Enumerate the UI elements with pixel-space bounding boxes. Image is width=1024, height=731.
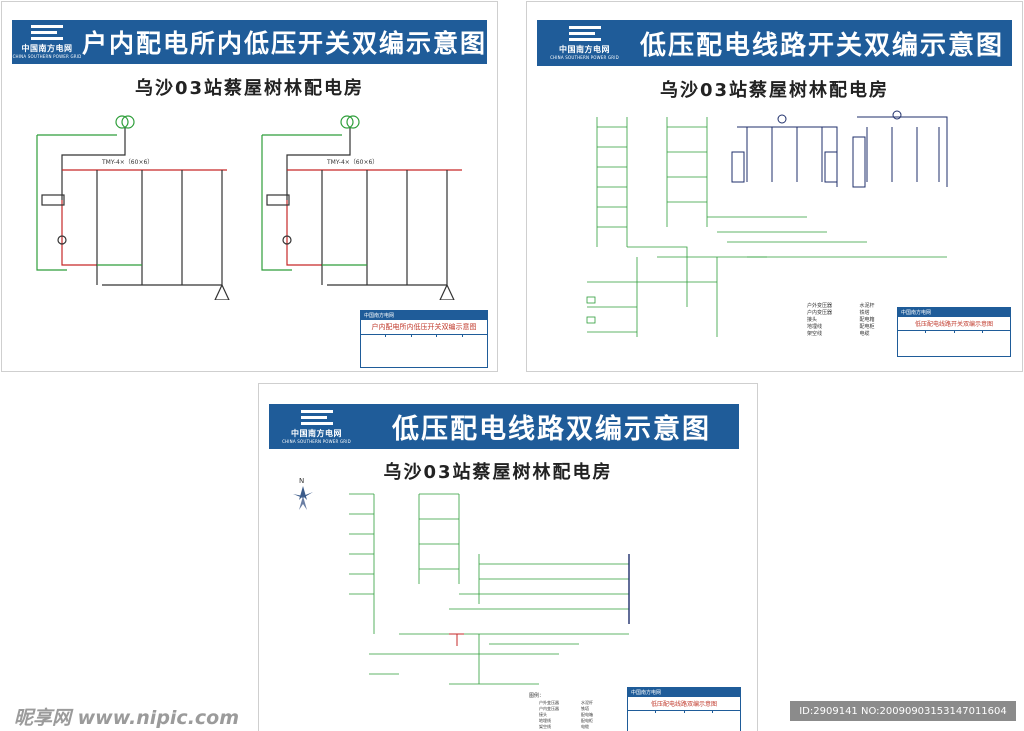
- csg-logo: 中国南方电网 CHINA SOUTHERN POWER GRID: [269, 409, 364, 444]
- panel-3-legend-heading: 图例：: [529, 693, 545, 699]
- panel-3-legend-items: 户外变压器 户内变压器 接头 地埋线 架空线 水泥杆 铁塔 配电箱 配电柜 电缆: [539, 700, 593, 729]
- panel-3-banner: 中国南方电网 CHINA SOUTHERN POWER GRID 低压配电线路双…: [269, 404, 739, 449]
- panel-2-network-diagram: [586, 110, 948, 337]
- svg-text:N: N: [299, 477, 304, 485]
- panel-line-switch-diagram: 中国南方电网 CHINA SOUTHERN POWER GRID 低压配电线路开…: [526, 1, 1023, 372]
- csg-logo-icon: [30, 25, 63, 41]
- panel-1-subtitle: 乌沙03站蔡屋树林配电房: [134, 78, 365, 99]
- panel-3-network-diagram: [349, 493, 630, 685]
- busbar-label-left: TMY-4×（60×6）: [101, 159, 153, 166]
- legend-brand: 中国南方电网: [361, 311, 487, 320]
- csg-logo-icon: [568, 26, 601, 42]
- panel-line-diagram: 中国南方电网 CHINA SOUTHERN POWER GRID 低压配电线路双…: [258, 383, 758, 731]
- panel-2-legend: 中国南方电网 低压配电线路开关双编示意图: [897, 307, 1011, 357]
- busbar-label-right: TMY-4×（60×6）: [326, 159, 378, 166]
- panel-indoor-switch-diagram: 中国南方电网 CHINA SOUTHERN POWER GRID 户内配电所内低…: [1, 1, 498, 372]
- panel-1-title: 户内配电所内低压开关双编示意图: [81, 29, 487, 58]
- panel-3-subtitle: 乌沙03站蔡屋树林配电房: [383, 462, 613, 483]
- watermark-id: ID:2909141 NO:20090903153147011604: [790, 701, 1016, 721]
- csg-logo: 中国南方电网 CHINA SOUTHERN POWER GRID: [12, 25, 82, 59]
- panel-1-single-line-diagram: TMY-4×（60×6） TMY-4×（60×6）: [36, 115, 462, 300]
- legend-title: 低压配电线路开关双编示意图: [914, 321, 993, 328]
- panel-2-banner: 中国南方电网 CHINA SOUTHERN POWER GRID 低压配电线路开…: [537, 20, 1012, 66]
- compass-icon: N: [293, 477, 313, 510]
- panel-2-legend-items: 户外变压器 户内变压器 接头 地埋线 架空线 水泥杆 铁塔 配电箱 配电柜 电缆: [807, 303, 875, 337]
- legend-title: 低压配电线路双编示意图: [650, 701, 717, 708]
- legend-title: 户内配电所内低压开关双编示意图: [371, 323, 477, 331]
- csg-logo: 中国南方电网 CHINA SOUTHERN POWER GRID: [537, 26, 632, 60]
- csg-logo-icon: [300, 409, 333, 426]
- watermark-site: 昵享网 www.nipic.com: [14, 707, 240, 729]
- panel-2-title: 低压配电线路开关双编示意图: [639, 30, 1004, 61]
- panel-1-legend: 中国南方电网 户内配电所内低压开关双编示意图: [360, 310, 488, 368]
- panel-2-subtitle: 乌沙03站蔡屋树林配电房: [659, 80, 890, 101]
- panel-1-banner: 中国南方电网 CHINA SOUTHERN POWER GRID 户内配电所内低…: [12, 20, 487, 64]
- panel-3-title: 低压配电线路双编示意图: [392, 414, 711, 445]
- panel-3-legend: 中国南方电网 低压配电线路双编示意图: [627, 687, 741, 731]
